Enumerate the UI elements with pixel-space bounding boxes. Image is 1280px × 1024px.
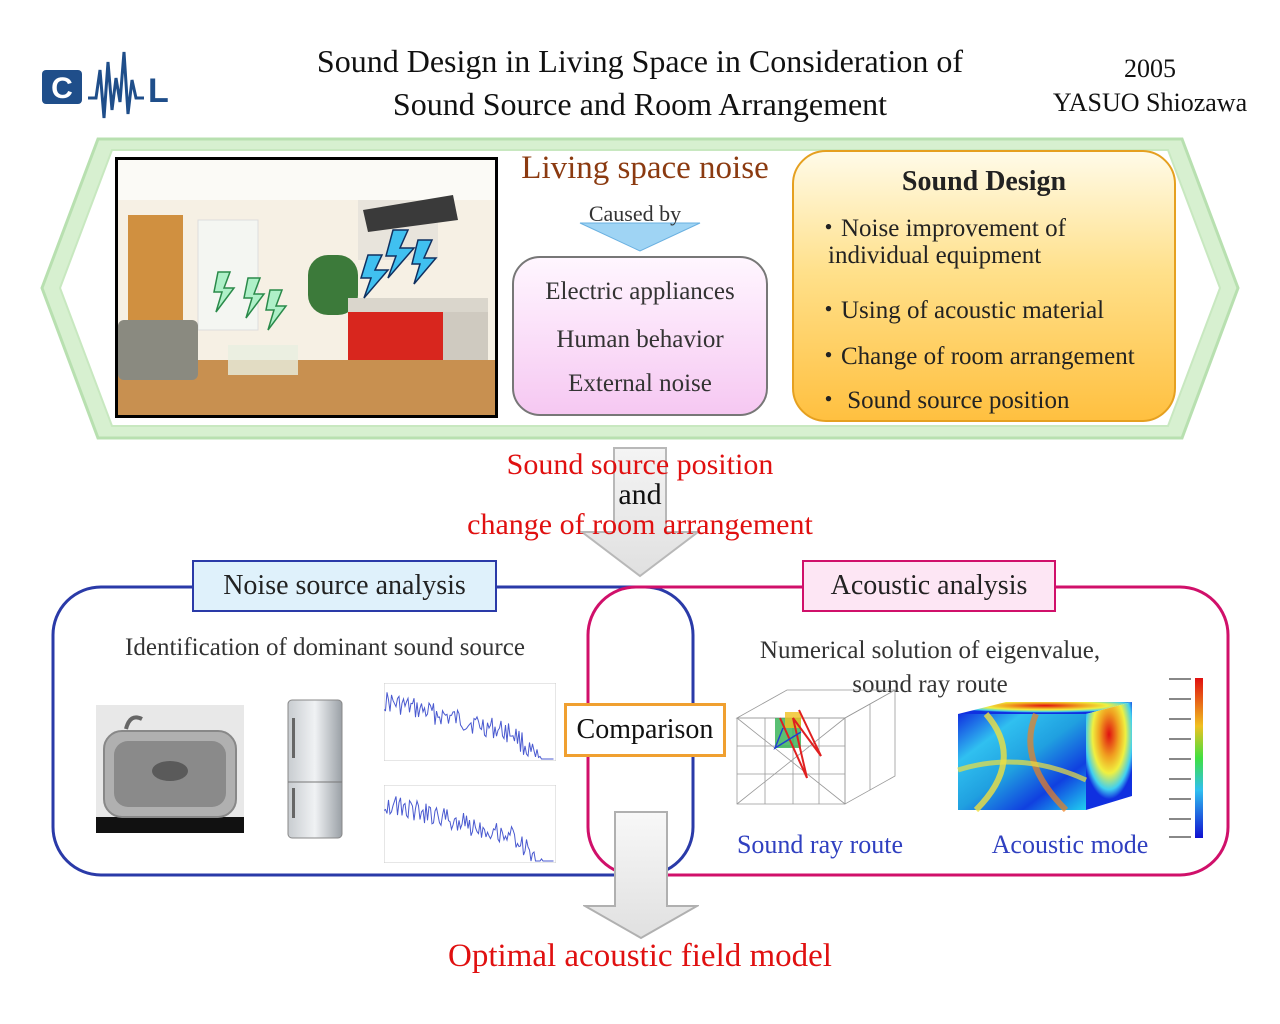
noise-spectrum-plot-2: [384, 785, 556, 863]
middle-line-3: change of room arrangement: [467, 508, 813, 541]
sound-design-item: individual equipment: [828, 242, 1042, 269]
sound-ray-route-figure: [735, 689, 897, 805]
middle-line-2: and: [618, 478, 662, 511]
caused-by-arrow: [579, 222, 701, 252]
title-line-1: Sound Design in Living Space in Consider…: [316, 43, 964, 79]
cause-electric-appliances: Electric appliances: [545, 278, 735, 305]
svg-text:C: C: [51, 72, 73, 105]
cause-external-noise: External noise: [568, 370, 712, 397]
sound-design-item: ・Using of acoustic material: [816, 297, 1105, 324]
noise-spectrum-plot-1: [384, 683, 556, 761]
meta-info: 2005 YASUO Shiozawa: [1030, 52, 1270, 120]
acoustic-analysis-title: Acoustic analysis: [802, 560, 1056, 612]
middle-statement: Sound source position and change of room…: [380, 450, 900, 540]
down-arrow-1: [580, 447, 700, 578]
sound-ray-route-label: Sound ray route: [736, 830, 904, 859]
page-title: Sound Design in Living Space in Consider…: [250, 40, 1030, 126]
comparison-box: Comparison: [564, 703, 726, 757]
sound-design-item: ・Change of room arrangement: [816, 343, 1135, 370]
living-room-photo: [115, 157, 498, 418]
caml-logo: C L: [42, 51, 169, 119]
numerical-solution-text: Numerical solution of eigenvalue, sound …: [710, 634, 1150, 702]
year: 2005: [1124, 54, 1176, 83]
color-scale-legend: [1169, 678, 1203, 838]
cause-human-behavior: Human behavior: [556, 326, 724, 353]
acoustic-mode-label: Acoustic mode: [991, 830, 1149, 859]
sound-design-item: ・Noise improvement of: [816, 215, 1066, 242]
down-arrow-2: [583, 811, 699, 940]
sound-design-item: ・ Sound source position: [816, 387, 1070, 414]
living-space-noise-heading: Living space noise: [521, 150, 769, 186]
noise-source-analysis-title: Noise source analysis: [192, 560, 497, 612]
noise-causes-box: Electric appliances Human behavior Exter…: [512, 256, 768, 416]
middle-line-1: Sound source position: [506, 448, 774, 481]
caused-by-label: Caused by: [588, 201, 682, 226]
author: YASUO Shiozawa: [1052, 88, 1248, 117]
sink-photo: [96, 705, 244, 833]
acoustic-mode-figure: [957, 702, 1132, 812]
identification-text: Identification of dominant sound source: [125, 634, 525, 661]
optimal-model-result: Optimal acoustic field model: [448, 938, 832, 974]
numerical-line-2: sound ray route: [852, 671, 1008, 698]
sound-design-box: Sound Design ・Noise improvement of indiv…: [792, 150, 1176, 422]
numerical-line-1: Numerical solution of eigenvalue,: [759, 637, 1101, 664]
sound-design-title: Sound Design: [901, 166, 1067, 197]
logo-waveform: [88, 51, 144, 119]
svg-text:L: L: [148, 72, 169, 110]
refrigerator-photo: [287, 699, 343, 839]
title-line-2: Sound Source and Room Arrangement: [392, 86, 888, 122]
